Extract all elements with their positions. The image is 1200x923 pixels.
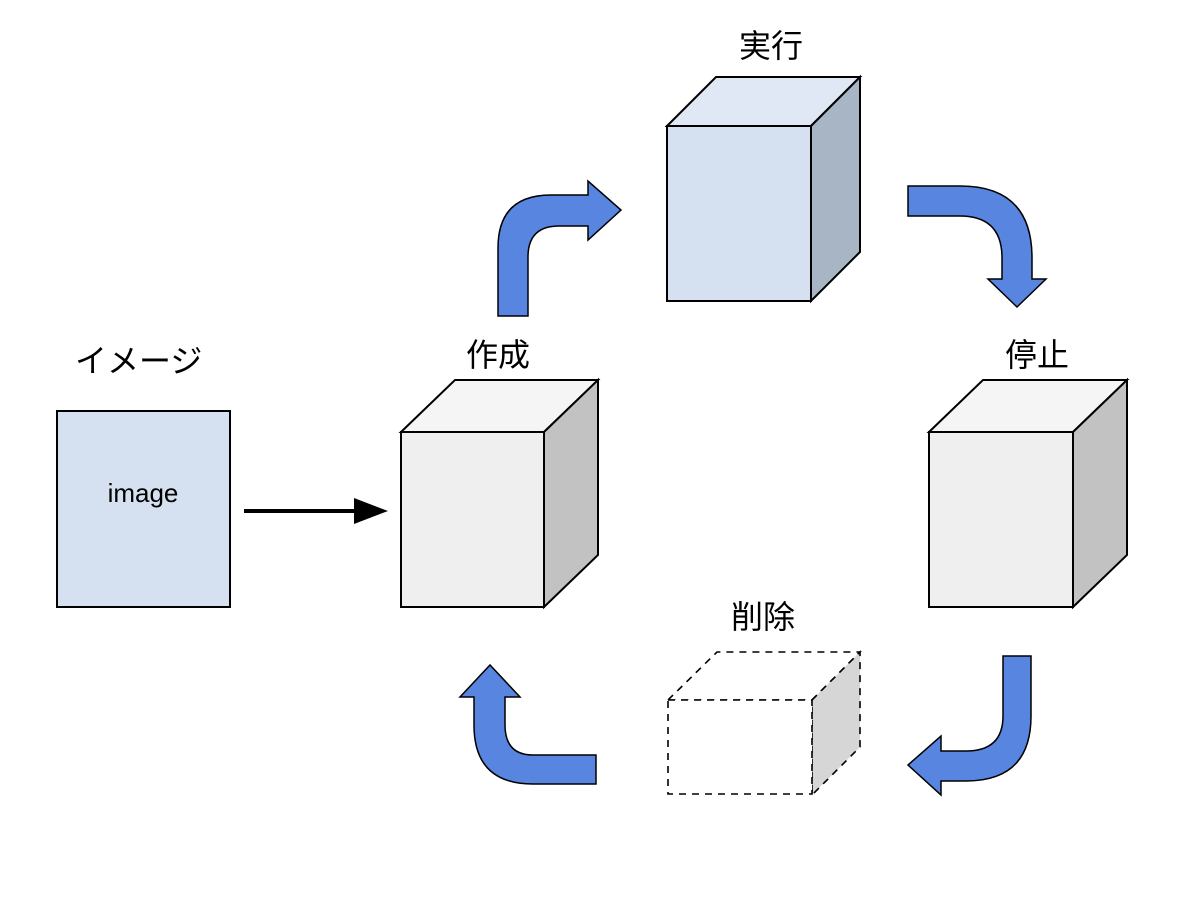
- delete-to-create-arrow-icon: [458, 663, 597, 785]
- run-label: 実行: [739, 27, 803, 65]
- image-title: イメージ: [75, 342, 202, 380]
- run-to-stop-arrow-icon: [907, 185, 1048, 309]
- deleted-container-cube: [666, 650, 862, 797]
- create-label: 作成: [466, 336, 530, 374]
- stop-to-delete-arrow-icon: [906, 655, 1032, 797]
- running-container-cube: [664, 74, 863, 304]
- image-to-create-arrow-icon: [244, 498, 388, 524]
- image-box-text: image: [108, 478, 179, 508]
- stopped-container-cube: [926, 377, 1130, 610]
- created-container-cube: [398, 377, 601, 610]
- create-to-run-arrow-icon: [497, 179, 623, 317]
- stop-label: 停止: [1005, 336, 1069, 374]
- delete-label: 削除: [731, 598, 795, 636]
- image-box: [56, 410, 231, 608]
